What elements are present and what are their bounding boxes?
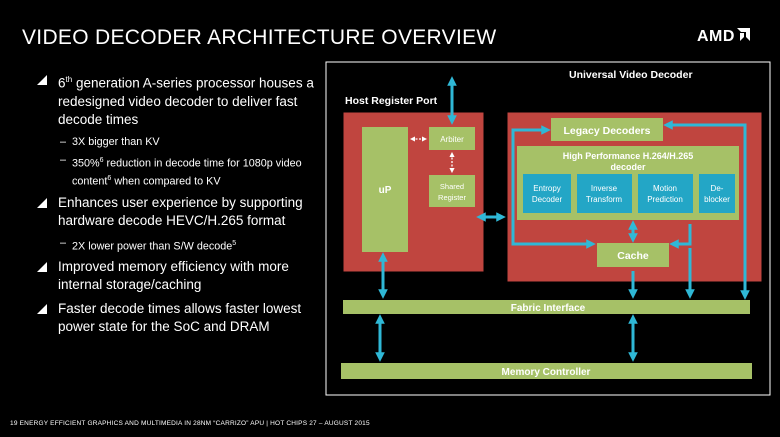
up-label: uP bbox=[379, 185, 392, 196]
bullet-triangle-icon bbox=[37, 304, 47, 315]
legacy-decoders-label: Legacy Decoders bbox=[564, 125, 651, 137]
sub-sup: 5 bbox=[232, 239, 237, 247]
bullet-1-text-cont: generation A-series processor houses a r… bbox=[58, 75, 314, 127]
bullet-3-text: Improved memory efficiency with more int… bbox=[58, 259, 289, 293]
shared-register-label-2: Register bbox=[438, 193, 466, 202]
memory-controller-block bbox=[341, 363, 752, 379]
sub-text-cont: reduction in decode time for 1080p video… bbox=[72, 157, 302, 188]
hp-right-loop bbox=[669, 224, 692, 249]
deblocker-label-2: blocker bbox=[704, 195, 730, 204]
host-port-label: Host Register Port bbox=[345, 95, 438, 107]
amd-arrow-icon bbox=[736, 28, 750, 41]
legacy-right-loop bbox=[663, 120, 750, 300]
inverse-label-1: Inverse bbox=[591, 184, 618, 193]
inverse-transform-block bbox=[577, 174, 632, 213]
arbiter-label: Arbiter bbox=[440, 135, 464, 144]
bullet-list: 6th generation A-series processor houses… bbox=[20, 71, 320, 342]
up-block bbox=[362, 127, 408, 252]
sub-text-cont: when compared to KV bbox=[111, 175, 221, 188]
arbiter-block bbox=[429, 127, 475, 150]
inverse-label-2: Transform bbox=[586, 195, 622, 204]
hp-decoder-label-2: decoder bbox=[610, 162, 646, 172]
motion-label-1: Motion bbox=[653, 184, 677, 193]
cache-block bbox=[597, 243, 669, 267]
fabric-interface-label: Fabric Interface bbox=[511, 303, 586, 314]
bullet-2-sub-1: –2X lower power than S/W decode5 bbox=[60, 236, 237, 253]
bullet-4: Faster decode times allows faster lowest… bbox=[20, 300, 320, 336]
hp-decoder-label-1: High Performance H.264/H.265 bbox=[563, 151, 694, 161]
bullet-triangle-icon bbox=[37, 75, 47, 85]
sub-text: 3X bigger than KV bbox=[72, 135, 160, 148]
motion-label-2: Prediction bbox=[647, 195, 683, 204]
cache-label: Cache bbox=[617, 250, 649, 262]
amd-logo-text: AMD bbox=[697, 28, 735, 45]
sub-text: 2X lower power than S/W decode bbox=[72, 240, 233, 253]
bullet-4-text: Faster decode times allows faster lowest… bbox=[58, 301, 302, 335]
entropy-decoder-block bbox=[523, 174, 571, 213]
deblocker-label-1: De- bbox=[711, 184, 724, 193]
uvd-label: Universal Video Decoder bbox=[569, 69, 693, 81]
bullet-1-text: 6 bbox=[58, 75, 66, 91]
bullet-1-sub-2: –350%6 reduction in decode time for 1080… bbox=[60, 153, 302, 188]
footer: 19 ENERGY EFFICIENT GRAPHICS AND MULTIME… bbox=[10, 420, 370, 427]
bullet-2: Enhances user experience by supporting h… bbox=[20, 194, 320, 230]
bullet-triangle-icon bbox=[37, 262, 47, 273]
bullet-1-sub-1: –3X bigger than KV bbox=[60, 135, 160, 148]
sub-sup: 6 bbox=[107, 175, 112, 183]
sub-text: 350% bbox=[72, 157, 100, 170]
fabric-interface-block bbox=[343, 300, 750, 314]
entropy-label-2: Decoder bbox=[532, 195, 563, 204]
motion-prediction-block bbox=[638, 174, 693, 213]
entropy-label-1: Entropy bbox=[533, 184, 561, 193]
bullet-2-text: Enhances user experience by supporting h… bbox=[58, 194, 303, 228]
deblocker-block bbox=[699, 174, 735, 213]
bullet-3: Improved memory efficiency with more int… bbox=[20, 258, 320, 294]
slide-title: VIDEO DECODER ARCHITECTURE OVERVIEW bbox=[22, 26, 497, 49]
memory-controller-label: Memory Controller bbox=[502, 367, 591, 378]
legacy-left-loop bbox=[511, 125, 596, 249]
sub-sup: 6 bbox=[99, 156, 104, 164]
bullet-triangle-icon bbox=[37, 197, 47, 208]
shared-register-block bbox=[429, 175, 475, 207]
shared-register-label-1: Shared bbox=[440, 182, 464, 191]
bullet-1-sup: th bbox=[65, 75, 73, 84]
bullet-1: 6th generation A-series processor houses… bbox=[20, 71, 320, 129]
amd-logo: AMD bbox=[697, 28, 750, 46]
diagram-frame bbox=[325, 61, 771, 396]
